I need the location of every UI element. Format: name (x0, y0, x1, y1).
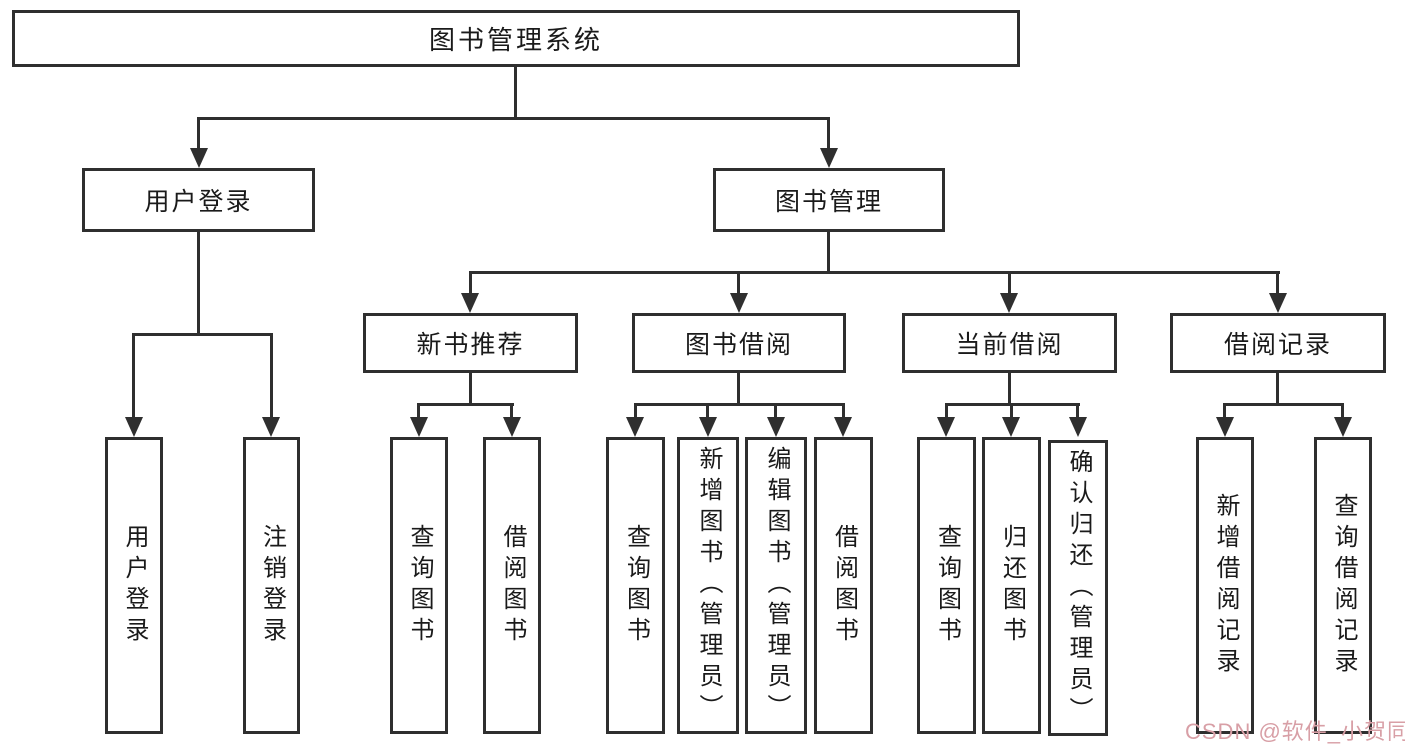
connector-line (1008, 372, 1011, 406)
node-label: 图书管理系统 (428, 26, 603, 55)
node-label: 新书推荐 (416, 332, 525, 359)
node-label: 用户登录 (121, 523, 147, 648)
csdn-watermark: CSDN @软件_小贺同学 (1185, 719, 1405, 744)
arrowhead-down-icon (699, 417, 717, 437)
arrowhead-down-icon (410, 417, 428, 437)
connector-line (417, 403, 420, 417)
arrowhead-down-icon (1000, 293, 1018, 313)
arrowhead-down-icon (503, 417, 521, 437)
node-label: 编辑图书（管理员） (763, 446, 789, 725)
connector-line (1341, 403, 1344, 417)
arrowhead-down-icon (730, 293, 748, 313)
connector-line (634, 403, 637, 417)
node-current-borrowing: 当前借阅 (902, 313, 1117, 373)
connector-line (706, 403, 709, 417)
node-new-book-recommend: 新书推荐 (363, 313, 578, 373)
arrowhead-down-icon (190, 148, 208, 168)
connector-line (1223, 403, 1344, 406)
connector-line (469, 271, 1280, 274)
connector-line (634, 403, 845, 406)
node-label: 注销登录 (258, 523, 285, 648)
connector-line (417, 403, 514, 406)
node-label: 查询图书 (406, 523, 432, 648)
leaf-query-books-borrowing: 查询图书 (606, 437, 665, 734)
arrowhead-down-icon (1269, 293, 1287, 313)
connector-line (827, 117, 830, 149)
connector-line (132, 333, 135, 417)
leaf-edit-book-admin: 编辑图书（管理员） (745, 437, 807, 734)
connector-line (1010, 403, 1013, 417)
connector-line (737, 271, 740, 296)
connector-line (197, 231, 200, 336)
arrowhead-down-icon (1069, 417, 1087, 437)
arrowhead-down-icon (1334, 417, 1352, 437)
connector-line (774, 403, 777, 417)
arrowhead-down-icon (461, 293, 479, 313)
node-label: 图书管理 (774, 189, 883, 216)
leaf-logout: 注销登录 (243, 437, 300, 734)
leaf-confirm-return-admin: 确认归还（管理员） (1048, 440, 1108, 736)
node-borrowing-records: 借阅记录 (1170, 313, 1386, 373)
leaf-borrow-books-recommend: 借阅图书 (483, 437, 541, 734)
leaf-borrow-books-borrowing: 借阅图书 (814, 437, 873, 734)
connector-line (270, 333, 273, 417)
arrowhead-down-icon (820, 148, 838, 168)
connector-line (1076, 403, 1079, 417)
leaf-query-books-current: 查询图书 (917, 437, 976, 734)
connector-line (469, 372, 472, 406)
node-label: 当前借阅 (955, 332, 1064, 359)
leaf-add-book-admin: 新增图书（管理员） (677, 437, 739, 734)
node-label: 查询借阅记录 (1330, 492, 1356, 679)
connector-line (1276, 372, 1279, 406)
connector-line (1223, 403, 1226, 417)
node-label: 确认归还（管理员） (1065, 448, 1091, 728)
node-book-management: 图书管理 (713, 168, 945, 232)
leaf-query-books-recommend: 查询图书 (390, 437, 448, 734)
node-library-management-system: 图书管理系统 (12, 10, 1020, 67)
node-label: 用户登录 (144, 189, 253, 216)
leaf-query-borrow-record: 查询借阅记录 (1314, 437, 1372, 734)
arrowhead-down-icon (1002, 417, 1020, 437)
connector-line (514, 66, 517, 119)
node-book-borrowing: 图书借阅 (632, 313, 846, 373)
leaf-user-login: 用户登录 (105, 437, 163, 734)
connector-line (1276, 271, 1279, 296)
connector-line (197, 117, 200, 149)
connector-line (945, 403, 948, 417)
node-label: 借阅图书 (830, 523, 857, 648)
node-label: 归还图书 (998, 523, 1025, 648)
connector-line (827, 231, 830, 274)
connector-line (1008, 271, 1011, 296)
leaf-return-book: 归还图书 (982, 437, 1041, 734)
arrowhead-down-icon (626, 417, 644, 437)
leaf-add-borrow-record: 新增借阅记录 (1196, 437, 1254, 734)
arrowhead-down-icon (1216, 417, 1234, 437)
arrowhead-down-icon (937, 417, 955, 437)
connector-line (132, 333, 273, 336)
arrowhead-down-icon (125, 417, 143, 437)
node-label: 图书借阅 (684, 332, 793, 359)
node-label: 查询图书 (933, 523, 960, 648)
connector-line (737, 372, 740, 406)
node-label: 新增图书（管理员） (695, 446, 721, 725)
node-label: 借阅图书 (499, 523, 525, 648)
connector-line (197, 117, 830, 120)
connector-line (510, 403, 513, 417)
node-user-login: 用户登录 (82, 168, 315, 232)
connector-line (469, 271, 472, 296)
arrowhead-down-icon (262, 417, 280, 437)
connector-line (842, 403, 845, 417)
node-label: 借阅记录 (1223, 332, 1332, 359)
node-label: 新增借阅记录 (1212, 492, 1238, 679)
arrowhead-down-icon (834, 417, 852, 437)
node-label: 查询图书 (622, 523, 649, 648)
arrowhead-down-icon (767, 417, 785, 437)
